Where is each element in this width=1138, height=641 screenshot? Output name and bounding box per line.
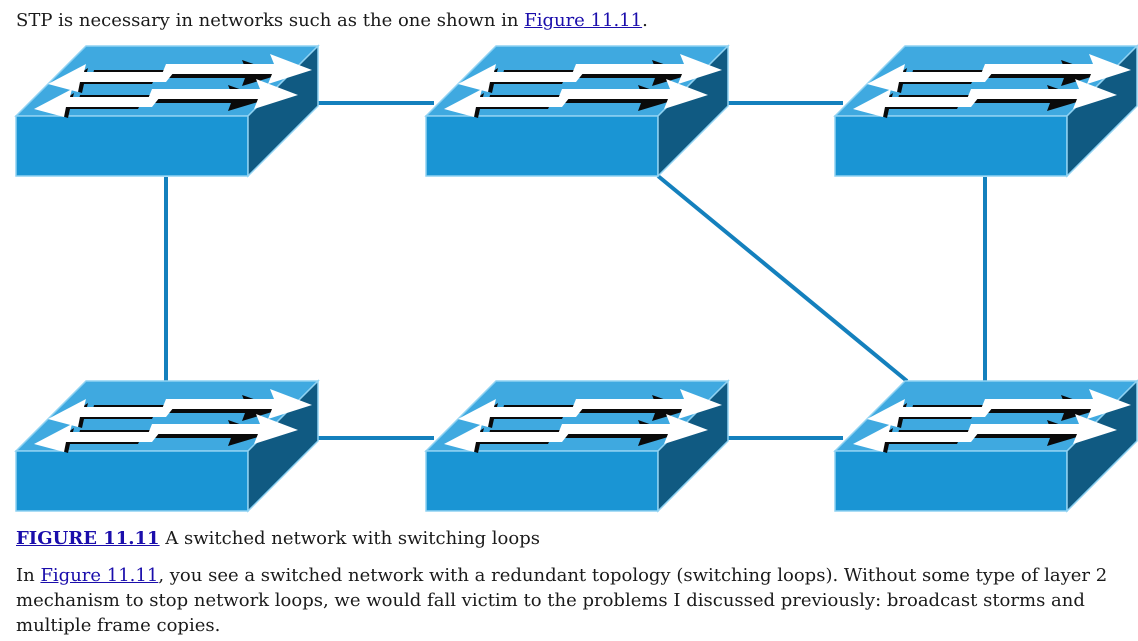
figure-caption: FIGURE 11.11 A switched network with swi… (16, 526, 540, 552)
body-paragraph: In Figure 11.11, you see a switched netw… (16, 563, 1126, 638)
links-layer (164, 101, 987, 440)
figure-link-inline[interactable]: Figure 11.11 (40, 565, 159, 586)
switch-top-left-switch-icon (15, 45, 319, 177)
network-diagram (15, 45, 1138, 512)
figure-label[interactable]: FIGURE 11.11 (16, 528, 160, 549)
paragraph-text-start: In (16, 565, 41, 586)
intro-text: STP is necessary in networks such as the… (16, 10, 525, 31)
paragraph-text: , you see a switched network with a redu… (16, 565, 1108, 636)
intro-sentence: STP is necessary in networks such as the… (16, 8, 648, 34)
switches-layer (15, 45, 1138, 512)
figure-link[interactable]: Figure 11.11 (524, 10, 643, 31)
intro-text-end: . (642, 10, 648, 31)
switch-top-middle-switch-icon (425, 45, 729, 177)
switch-bottom-middle-switch-icon (425, 380, 729, 512)
switch-top-right-switch-icon (834, 45, 1138, 177)
caption-text: A switched network with switching loops (159, 528, 540, 549)
switch-bottom-left-switch-icon (15, 380, 319, 512)
switch-bottom-right-switch-icon (834, 380, 1138, 512)
link-top-middle-to-bottom-right (656, 174, 909, 383)
